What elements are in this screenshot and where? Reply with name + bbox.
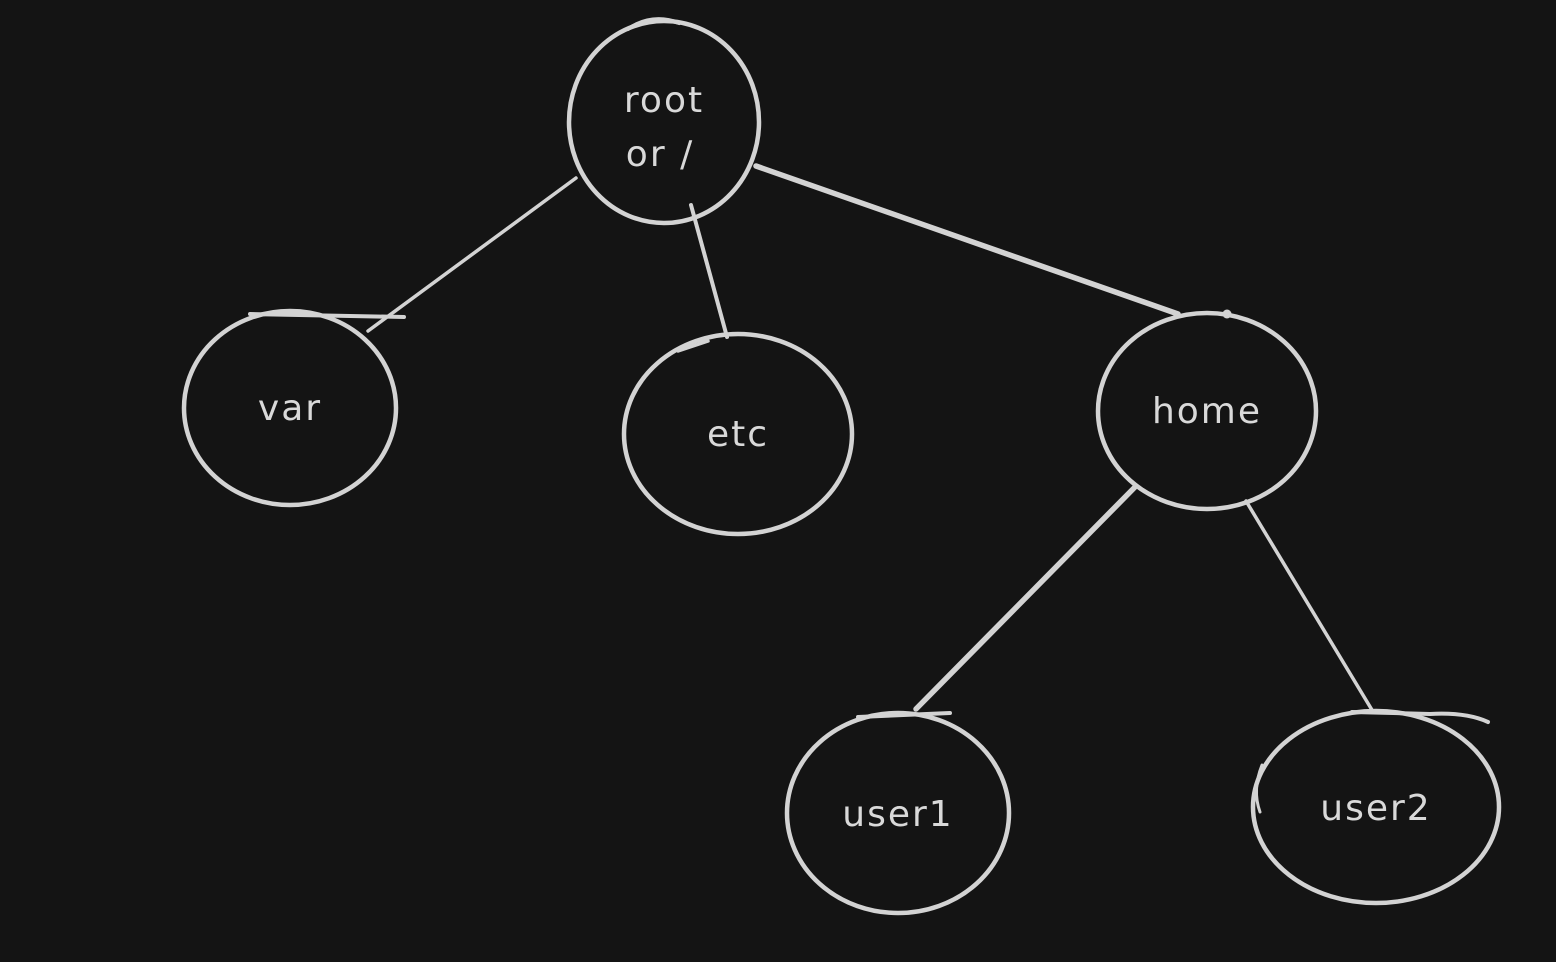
node-var-label: var [258, 388, 322, 429]
node-user1-label: user1 [842, 794, 953, 835]
node-root-label-line1: root [624, 80, 704, 121]
node-root: root or / [566, 17, 762, 226]
node-root-circle [566, 18, 762, 226]
node-var-circle [181, 308, 399, 508]
edge-root-var [366, 176, 578, 333]
node-var-overshoot-stroke [248, 312, 406, 319]
edge-root-home [753, 163, 1181, 317]
node-user2-overshoot-stroke [1350, 710, 1490, 724]
edge-home-user2 [1244, 499, 1374, 712]
node-root-label-line2: or / [626, 134, 694, 175]
node-home-sketch-dot [1222, 309, 1232, 319]
node-etc-label: etc [707, 414, 769, 455]
node-user2-inner-arc [1255, 763, 1264, 814]
edges [366, 163, 1374, 712]
edge-home-user1 [913, 483, 1139, 712]
node-home: home [1095, 309, 1319, 512]
node-root-overshoot-stroke [626, 17, 681, 31]
node-var: var [181, 308, 406, 508]
node-user2-label: user2 [1320, 788, 1431, 829]
node-etc: etc [621, 331, 855, 537]
node-user2: user2 [1250, 708, 1502, 906]
node-user1: user1 [784, 710, 1012, 916]
edge-root-etc [689, 203, 729, 339]
node-home-label: home [1152, 391, 1262, 432]
node-home-circle [1095, 310, 1319, 512]
node-user1-circle [784, 710, 1012, 916]
node-etc-double-stroke [676, 339, 710, 353]
node-user1-overshoot-stroke [856, 711, 952, 719]
node-etc-circle [621, 331, 855, 537]
